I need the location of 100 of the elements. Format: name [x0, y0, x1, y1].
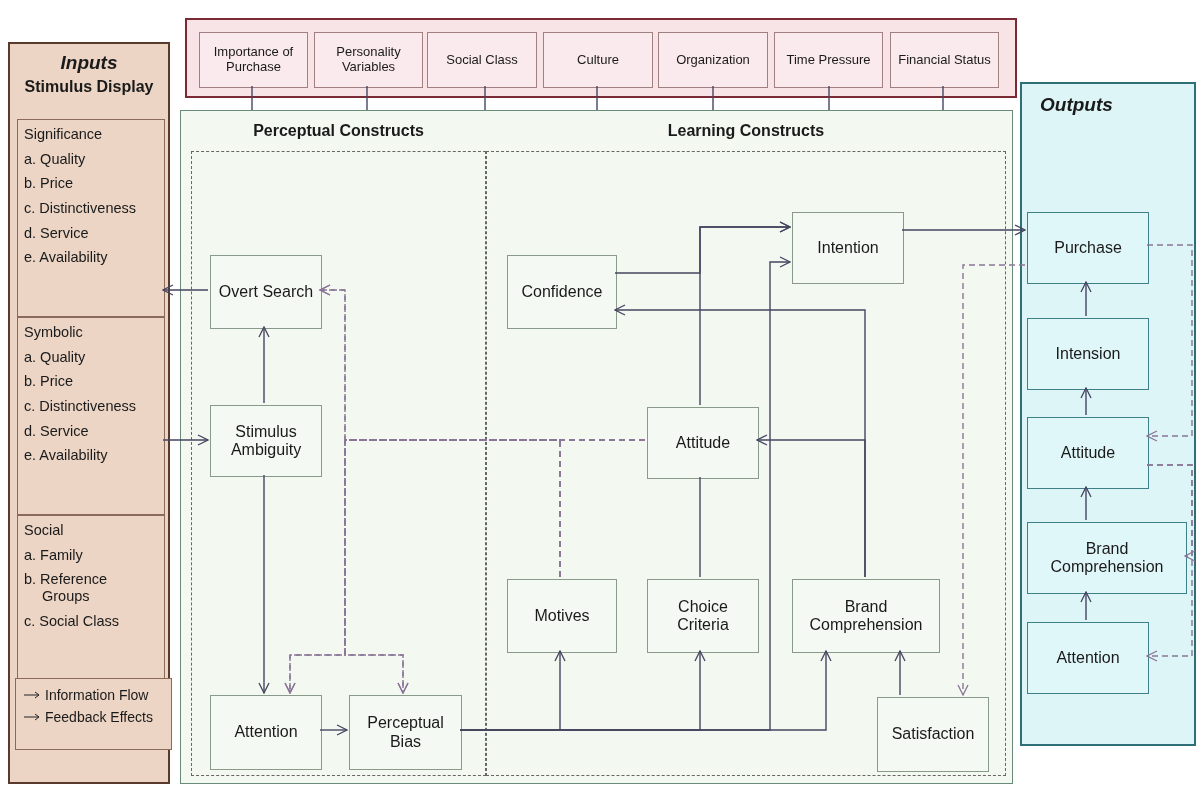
box-label: Overt Search: [217, 282, 315, 302]
variable-box: [199, 32, 308, 88]
arrow: [258, 474, 270, 694]
variable-box: [314, 32, 423, 88]
arrow: [894, 650, 906, 696]
output-box: [1027, 622, 1149, 694]
output-box: [1027, 318, 1149, 390]
box-label: Brand Comprehension: [808, 597, 924, 635]
box-label: Perceptual Bias: [366, 714, 445, 751]
box-label: Brand Comprehension: [1049, 539, 1165, 577]
variable-label: Organization: [675, 52, 751, 68]
connector-line: [828, 85, 830, 111]
variable-box: [543, 32, 653, 88]
list-item: e. Availability: [24, 447, 109, 465]
box-label: Choice Criteria: [676, 597, 730, 635]
arrow: [1080, 281, 1092, 317]
box-label: Intension: [1054, 344, 1122, 364]
stimulus-box: [17, 317, 165, 515]
connector-line: [699, 476, 701, 578]
construct-box: [877, 697, 989, 772]
box-heading: Symbolic: [24, 324, 84, 341]
arrow: [1080, 387, 1092, 416]
variable-label: Culture: [576, 52, 620, 68]
construct-box: [210, 255, 322, 329]
connector-line: [366, 85, 368, 111]
arrow: [162, 284, 209, 296]
box-label: Attitude: [1059, 443, 1117, 463]
arrow: [901, 224, 1026, 236]
variable-label: Importance of Purchase: [212, 45, 295, 75]
variable-box: [890, 32, 999, 88]
list-item: c. Social Class: [24, 612, 121, 630]
box-label: Satisfaction: [890, 725, 976, 744]
outputs-panel: [1020, 82, 1196, 746]
variable-box: [774, 32, 883, 88]
dashed-arrow: [1146, 244, 1193, 442]
list-item: b. Price: [24, 373, 75, 390]
stimulus-box: [17, 515, 165, 680]
variable-box: [427, 32, 537, 88]
connector-line: [942, 85, 944, 111]
construct-box: [507, 255, 617, 329]
box-label: Confidence: [520, 282, 604, 302]
construct-box: [792, 579, 940, 653]
variable-label: Financial Status: [897, 52, 992, 68]
connector-line: [251, 85, 253, 111]
arrow: [162, 434, 209, 446]
box-label: Attitude: [674, 433, 732, 453]
construct-box: [792, 212, 904, 284]
construct-box: [210, 695, 322, 770]
arrow: [699, 221, 791, 406]
list-item: c. Distinctiveness: [24, 398, 137, 415]
dashed-arrow: [1146, 464, 1193, 662]
variable-label: Personality Variables: [335, 45, 402, 75]
connector-line: [596, 85, 598, 111]
list-item: a. Quality: [24, 150, 87, 168]
inputs-panel: [8, 42, 170, 784]
variable-label: Social Class: [445, 52, 519, 68]
box-label: Motives: [533, 606, 591, 626]
list-item: a. Family: [24, 546, 84, 564]
connector-line: [712, 85, 714, 111]
box-label: Attention: [233, 723, 299, 742]
group-heading: Learning Constructs: [666, 122, 826, 141]
box-heading: Social: [24, 522, 65, 539]
list-item: a. Quality: [24, 348, 87, 366]
arrow: [319, 724, 348, 736]
legend-text: Feedback Effects: [45, 709, 153, 725]
panel-title: Inputs: [59, 52, 119, 74]
box-label: Purchase: [1053, 238, 1123, 258]
list-item: d. Service: [24, 422, 90, 440]
legend-text: Information Flow: [45, 687, 149, 703]
panel-title: Outputs: [1040, 94, 1113, 116]
box-label: Stimulus Ambiguity: [229, 422, 303, 460]
list-item: b. Reference Groups: [24, 571, 109, 605]
connector-line: [484, 85, 486, 111]
variable-label: Time Pressure: [785, 52, 872, 68]
output-box: [1027, 417, 1149, 489]
arrow: [614, 304, 866, 578]
output-box: [1027, 522, 1187, 594]
panel-subtitle: Stimulus Display: [23, 78, 155, 97]
group-heading: Perceptual Constructs: [252, 122, 425, 141]
construct-box: [210, 405, 322, 477]
box-label: Intention: [816, 238, 880, 258]
list-item: c. Distinctiveness: [24, 200, 137, 217]
arrow: [258, 326, 270, 404]
construct-box: [647, 579, 759, 653]
dashed-arrow: [344, 439, 561, 694]
construct-box: [349, 695, 462, 770]
stimulus-box: [17, 119, 165, 317]
box-label: Attention: [1055, 648, 1121, 668]
constructs-panel: [180, 110, 1013, 784]
construct-box: [647, 407, 759, 479]
output-box: [1027, 212, 1149, 284]
construct-box: [507, 579, 617, 653]
exogenous-band: [185, 18, 1017, 98]
arrow: [1080, 486, 1092, 521]
variable-box: [658, 32, 768, 88]
list-item: d. Service: [24, 224, 90, 242]
list-item: e. Availability: [24, 249, 109, 267]
list-item: b. Price: [24, 175, 75, 192]
arrow: [1080, 591, 1092, 621]
box-heading: Significance: [24, 126, 104, 143]
